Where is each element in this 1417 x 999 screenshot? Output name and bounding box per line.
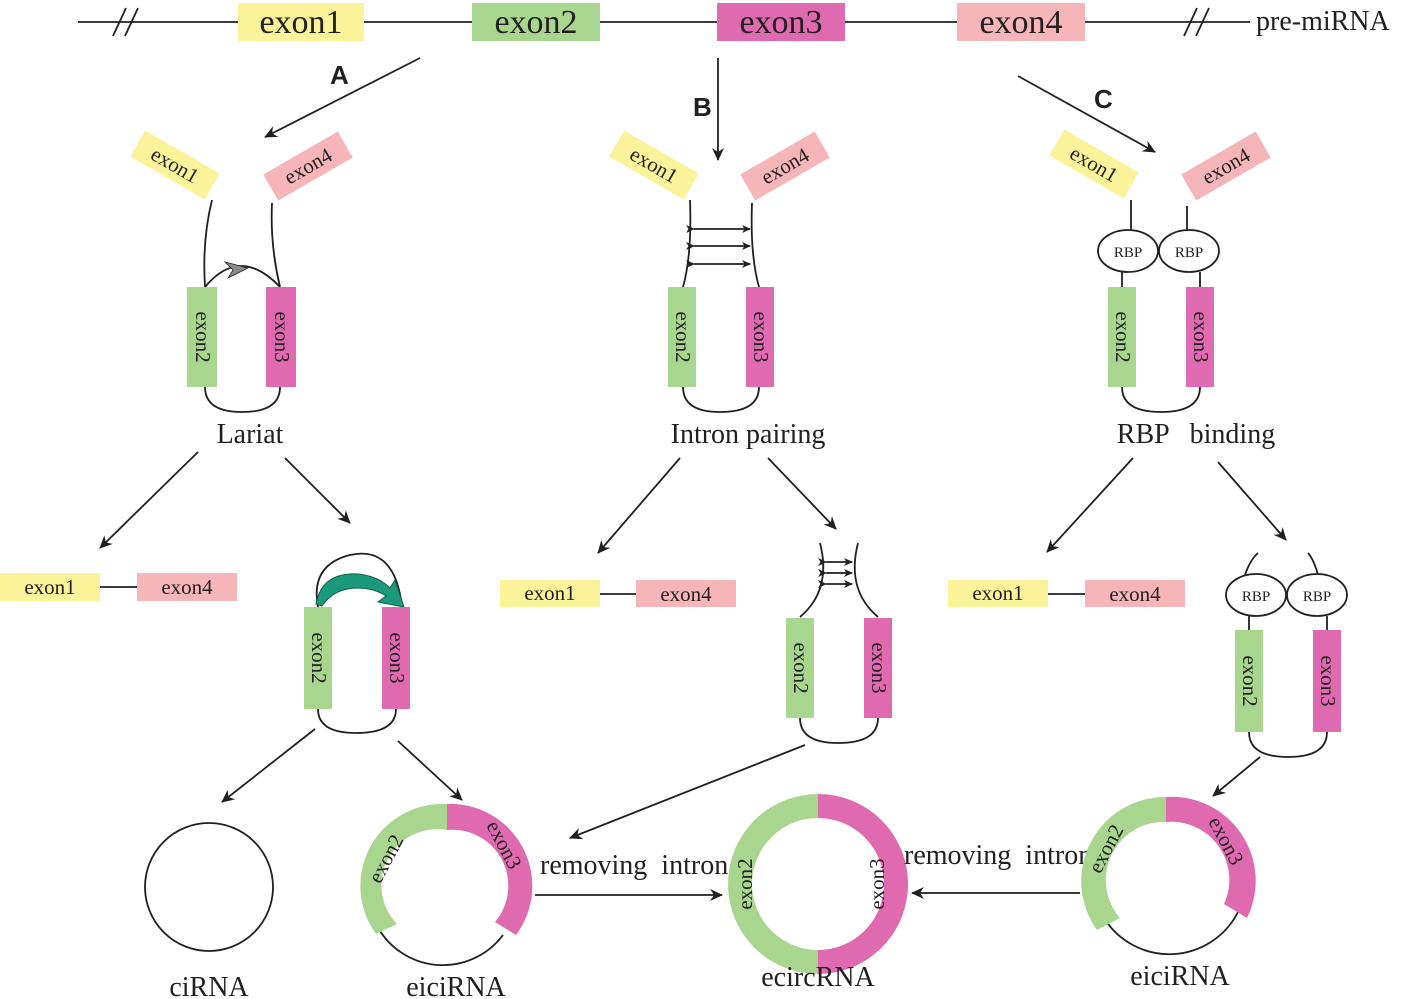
arrow-a-to-linear [99, 451, 199, 549]
premirna-exon1-label: exon1 [259, 4, 342, 41]
premirna-exon3-label: exon3 [739, 4, 822, 41]
panel-c-rbp-intermediate: RBP RBP exon2 exon3 [1225, 552, 1348, 758]
premirna-exon4-label: exon4 [979, 4, 1062, 41]
premirna-exon1-box [238, 3, 364, 41]
ecircrna-exon3-arc [818, 794, 908, 974]
cirna-label: ciRNA [169, 972, 249, 999]
panel-a-letter: A [330, 60, 349, 90]
panel-a-lariat-exon2-label: exon2 [307, 632, 331, 683]
panel-b-linear-product: exon1 exon4 [500, 580, 736, 607]
premirna-exon2-box [472, 3, 600, 41]
break-mark-right [1183, 7, 1210, 37]
break-mark-left [112, 7, 139, 37]
premirna-label: pre-miRNA [1256, 6, 1391, 37]
panel-b-caption: Intron pairing [671, 419, 826, 450]
arrow-pairing-to-eicirna-left [569, 744, 806, 840]
panel-c-exon3-label: exon3 [1189, 311, 1213, 362]
panel-c-caption: RBP binding [1117, 419, 1275, 450]
panel-b-intron-pairing: exon1 exon4 exon2 exon3 Intron pairing [609, 130, 830, 450]
eicirna-right-exon2-arc [1081, 796, 1166, 930]
panel-b-exon2-label: exon2 [671, 311, 695, 362]
panel-a-lariat-intermediate: exon2 exon3 [304, 552, 410, 734]
panel-b-product-exon1-label: exon1 [524, 581, 575, 605]
panel-a-product-exon1-label: exon1 [24, 575, 75, 599]
panel-b-pairing-intermediate: exon2 exon3 [786, 542, 892, 744]
panel-c-rbp-right-label: RBP [1175, 245, 1203, 261]
arrow-c-to-linear [1046, 457, 1134, 553]
panel-b-pair-exon2-label: exon2 [789, 642, 813, 693]
arrow-b-to-linear [597, 457, 681, 554]
panel-c-rbp-left-label: RBP [1114, 245, 1142, 261]
panel-b-product-exon4-label: exon4 [660, 582, 712, 606]
ecircrna-exon3-label: exon3 [865, 858, 889, 909]
panel-b-exon3-label: exon3 [749, 311, 773, 362]
removing-intron-left-label: removing intron [540, 850, 728, 881]
panel-c-linear-product: exon1 exon4 [948, 580, 1185, 607]
removing-intron-right-label: removing intron [904, 840, 1092, 871]
panel-c-rbp-right [1158, 229, 1220, 273]
panel-a-linear-product: exon1 exon4 [0, 573, 237, 601]
eicirna-right-label: eiciRNA [1130, 961, 1230, 992]
panel-c-rbp2-right-label: RBP [1303, 589, 1331, 605]
panel-a-exon3-box [266, 287, 296, 387]
panel-a-exon4-box [263, 131, 353, 201]
panel-a-caption: Lariat [217, 419, 284, 450]
eicirna-left-exon2-arc [360, 803, 447, 934]
eicirna-left-product: exon2 exon3 eiciRNA [360, 803, 533, 999]
ecircrna-exon2-arc [728, 794, 818, 974]
panel-c-letter: C [1094, 84, 1113, 114]
panel-a-lariat: exon1 exon4 exon2 exon3 Lariat [130, 130, 353, 450]
ecircrna-label: ecircRNA [761, 962, 875, 993]
panel-c-pair-exon3-label: exon3 [1316, 655, 1340, 706]
panel-c-pair-exon2-label: exon2 [1238, 655, 1262, 706]
eicirna-right-exon3-arc [1166, 796, 1256, 918]
arrow-c-to-rbp [1217, 461, 1287, 541]
spliceosome-arrow [315, 573, 405, 608]
premirna-exon2-label: exon2 [494, 4, 577, 41]
arrow-rbp-to-eicirna-right [1212, 756, 1261, 797]
panel-c-rbp2-left-label: RBP [1242, 589, 1270, 605]
panel-a-lariat-exon3-label: exon3 [385, 632, 409, 683]
panel-a-exon3-label: exon3 [270, 311, 294, 362]
premirna-strand: exon1 exon2 exon3 exon4 pre-miRNA [78, 3, 1391, 41]
eicirna-left-exon3-arc [447, 803, 533, 935]
removing-intron-left: removing intron [535, 850, 728, 901]
panel-a-exon2-label: exon2 [191, 311, 215, 362]
cirna-product: ciRNA [144, 822, 274, 999]
eicirna-right-product: exon2 exon3 eiciRNA [1081, 796, 1256, 992]
eicirna-left-label: eiciRNA [406, 972, 506, 999]
arrow-to-panel-a [264, 57, 421, 138]
panel-c-product-exon1-label: exon1 [972, 581, 1023, 605]
panel-a-exon2-box [187, 287, 217, 387]
panel-c-rbp-left [1097, 229, 1159, 273]
panel-c-product-exon4-label: exon4 [1109, 582, 1161, 606]
premirna-exon4-box [957, 3, 1085, 41]
premirna-exon3-box [717, 3, 845, 41]
arrow-to-eicirna-left [397, 740, 463, 801]
panel-c-exon2-label: exon2 [1111, 311, 1135, 362]
panel-c-rbp-binding: exon1 exon4 RBP RBP exon2 exon3 RBP bind… [1049, 129, 1275, 450]
panel-b-letter: B [693, 92, 712, 122]
removing-intron-right: removing intron [904, 840, 1092, 899]
ecircrna-exon2-label: exon2 [733, 858, 757, 909]
panel-b-pair-exon3-label: exon3 [867, 642, 891, 693]
arrow-to-panel-c [1017, 75, 1156, 153]
panel-a-branch-arrowhead [223, 261, 250, 279]
panel-a-exon1-box [130, 130, 220, 200]
ecircrna-product: exon2 exon3 ecircRNA [728, 794, 908, 993]
arrow-b-to-pairing [767, 457, 837, 530]
arrow-a-to-lariat [284, 457, 351, 524]
arrow-to-cirna [221, 728, 316, 803]
panel-a-product-exon4-label: exon4 [161, 575, 213, 599]
